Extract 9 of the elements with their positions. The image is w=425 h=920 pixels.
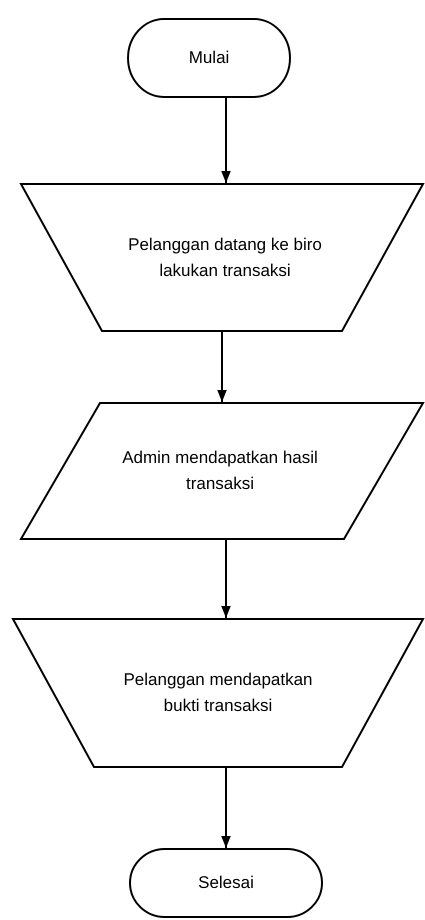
node-label: Pelanggan mendapatkan bukti transaksi: [122, 669, 314, 717]
node-label: Mulai: [188, 47, 230, 69]
arrow: [221, 768, 231, 848]
node-label: Admin mendapatkan hasil transaksi: [121, 447, 319, 495]
node-label: Pelanggan datang ke biro lakukan transaksi: [127, 234, 323, 282]
node-label: Selesai: [198, 872, 254, 894]
arrow: [217, 332, 227, 402]
arrow: [221, 98, 231, 183]
arrow: [221, 540, 231, 618]
